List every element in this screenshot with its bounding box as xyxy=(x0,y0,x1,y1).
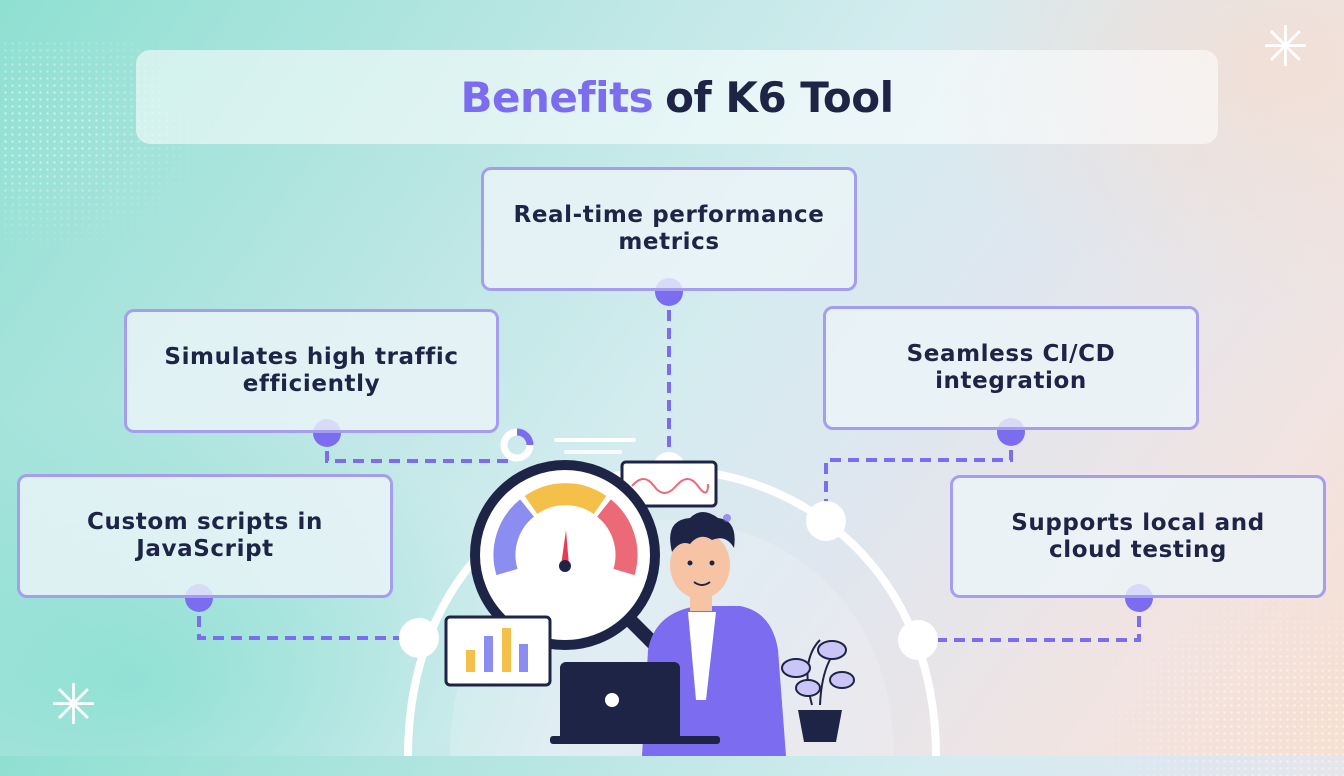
connector-seamless xyxy=(824,432,1013,520)
potted-plant-icon xyxy=(781,639,855,742)
title-rest: of K6 Tool xyxy=(665,72,894,122)
arc-node-right-lower xyxy=(898,620,938,660)
asterisk-icon: ✳ xyxy=(50,673,97,738)
arc-node-right-upper xyxy=(806,501,846,541)
magnifier-speedometer-icon xyxy=(470,460,669,659)
donut-chart-icon xyxy=(500,428,636,462)
title-accent: Benefits xyxy=(460,72,654,122)
connector-custom xyxy=(197,598,418,640)
dot-pattern-right xyxy=(1074,576,1344,776)
benefit-realtime-metrics: Real-time performance metrics xyxy=(481,167,857,291)
bar-chart-card-icon xyxy=(444,615,552,687)
benefit-local-cloud-testing: Supports local and cloud testing xyxy=(950,475,1326,598)
benefit-custom-scripts: Custom scripts in JavaScript xyxy=(17,474,393,598)
decor-dot xyxy=(723,514,731,522)
benefit-simulates-traffic: Simulates high traffic efficiently xyxy=(124,309,499,433)
laptop-icon xyxy=(550,662,720,744)
connector-simulates xyxy=(325,433,510,463)
connector-supports xyxy=(918,598,1141,642)
arc-node-left-lower xyxy=(399,618,439,658)
asterisk-icon: ✳ xyxy=(1262,15,1309,80)
benefit-cicd-integration: Seamless CI/CD integration xyxy=(823,306,1199,430)
diagram-illustration xyxy=(185,278,1153,756)
title-banner: Benefits of K6 Tool xyxy=(136,50,1218,144)
